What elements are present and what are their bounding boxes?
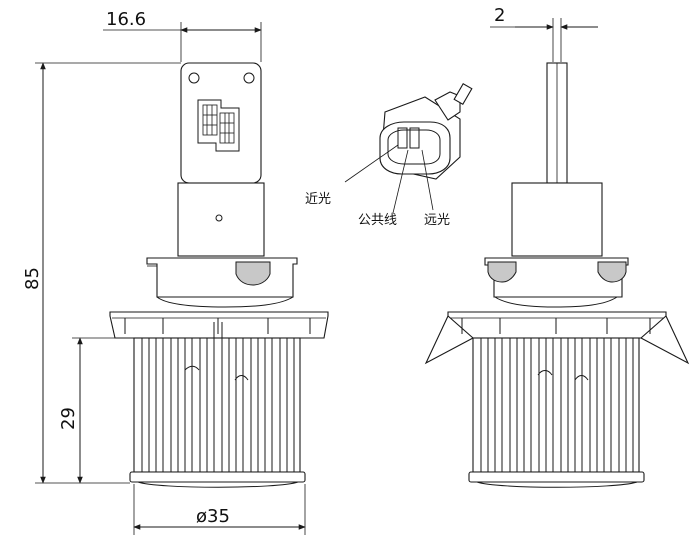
dim-label-16-6: 16.6	[106, 9, 146, 30]
label-common-wire: 公共线	[358, 213, 397, 228]
front-view: 16.6 85 29 ø35	[22, 9, 329, 535]
label-low-beam: 近光	[305, 192, 331, 207]
board-hole-right	[243, 72, 255, 84]
dim-diameter: ø35	[133, 484, 306, 535]
neck-screw	[215, 214, 223, 222]
dim-label-2: 2	[494, 5, 505, 26]
collar	[146, 257, 298, 298]
label-high-beam: 远光	[424, 213, 450, 228]
side-flange	[447, 311, 667, 339]
dim-height-total: 85	[22, 62, 181, 484]
side-base-plate	[468, 471, 645, 483]
connector-detail: 近光 公共线 远光	[305, 82, 473, 228]
dim-label-85: 85	[22, 267, 43, 290]
side-neck	[511, 182, 603, 257]
board-hole-left	[188, 72, 200, 84]
base-plate	[129, 471, 306, 483]
neck	[177, 182, 265, 257]
led-chip-outline	[197, 99, 240, 152]
dim-width-top: 16.6	[103, 9, 262, 62]
heatsink	[133, 322, 301, 473]
dim-label-29: 29	[58, 407, 79, 430]
side-view: 2	[424, 5, 690, 488]
flange	[109, 311, 329, 339]
dim-label-35: ø35	[196, 506, 230, 527]
dim-tab-thickness: 2	[490, 5, 598, 62]
dim-height-heatsink: 29	[58, 337, 134, 484]
side-heatsink	[472, 337, 640, 473]
